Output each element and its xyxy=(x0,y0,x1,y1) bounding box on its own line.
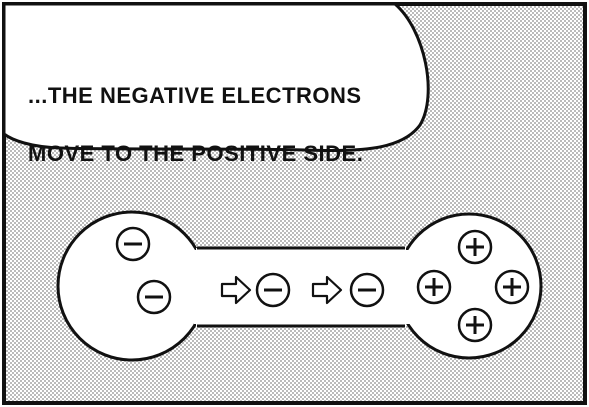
positive-charge-icon xyxy=(494,269,530,305)
negative-charge-icon xyxy=(115,226,151,262)
right-arrow-icon xyxy=(220,275,252,305)
positive-charge-icon xyxy=(416,269,452,305)
negative-charge-icon xyxy=(349,272,385,308)
caption-line-1: ...THE NEGATIVE ELECTRONS xyxy=(28,83,362,108)
caption-line-2: MOVE TO THE POSITIVE SIDE. xyxy=(28,141,364,166)
caption-text: ...THE NEGATIVE ELECTRONS MOVE TO THE PO… xyxy=(28,52,408,197)
positive-charge-icon xyxy=(457,229,493,265)
positive-charge-icon xyxy=(457,307,493,343)
right-arrow-icon xyxy=(311,275,343,305)
negative-charge-icon xyxy=(255,272,291,308)
negative-charge-icon xyxy=(136,279,172,315)
caption-balloon xyxy=(2,2,430,153)
